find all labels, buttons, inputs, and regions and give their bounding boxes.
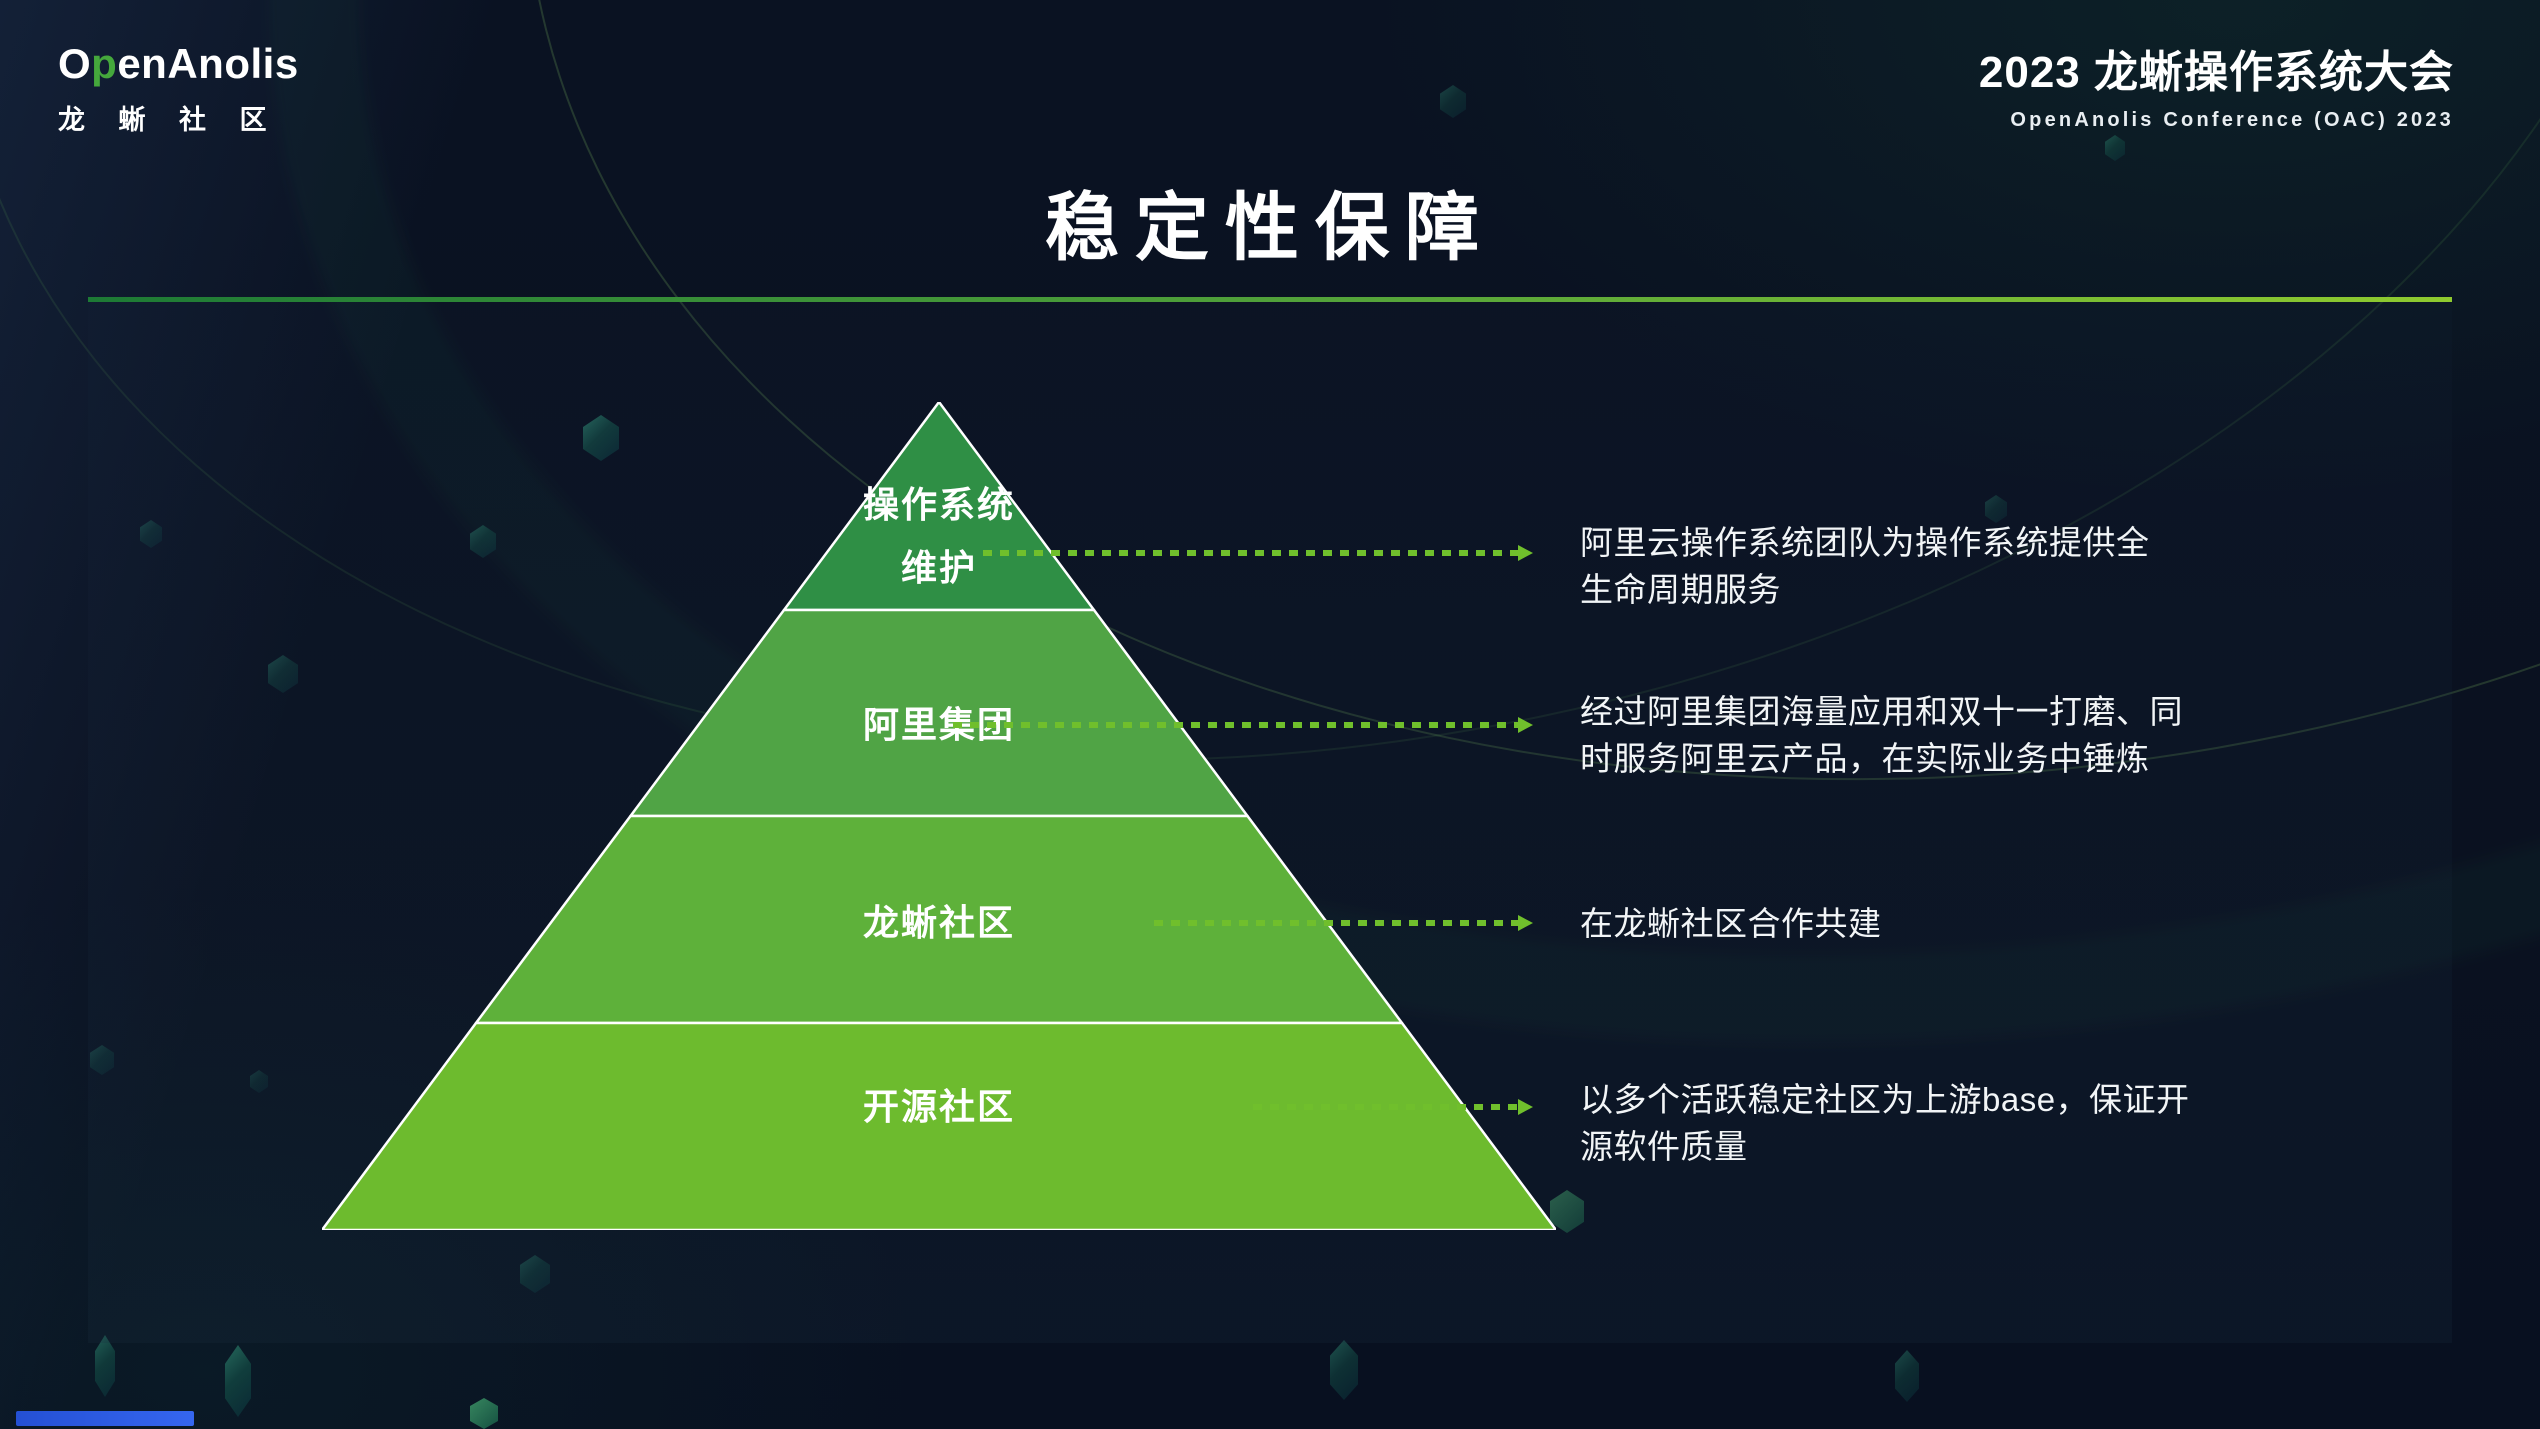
level-1-label-line-1: 操作系统 (862, 484, 1015, 525)
description-line: 阿里云操作系统团队为操作系统提供全 (1580, 524, 2150, 561)
pyramid-level-3-label: 龙蜥社区 (862, 902, 1015, 943)
description-level-1: 阿里云操作系统团队为操作系统提供全 生命周期服务 (1580, 519, 2150, 613)
description-level-2: 经过阿里集团海量应用和双十一打磨、同 时服务阿里云产品，在实际业务中锤炼 (1580, 688, 2183, 782)
decor-cube (95, 1335, 115, 1397)
description-level-3: 在龙蜥社区合作共建 (1580, 900, 1882, 947)
arrow-dashes (953, 722, 1518, 728)
connector-arrow-level-4 (1253, 1099, 1533, 1115)
description-line: 时服务阿里云产品，在实际业务中锤炼 (1580, 740, 2150, 777)
openanolis-logo: OpenAnolis 龙 蜥 社 区 (58, 40, 299, 137)
connector-arrow-level-2 (953, 717, 1533, 733)
connector-arrow-level-3 (1154, 915, 1533, 931)
decor-cube (2105, 135, 2125, 161)
description-line: 以多个活跃稳定社区为上游base，保证开 (1580, 1081, 2190, 1118)
logo-text-prefix: O (58, 40, 92, 87)
conference-subtitle: OpenAnolis Conference (OAC) 2023 (2010, 109, 2454, 131)
conference-title: 2023 龙蜥操作系统大会 (1978, 48, 2454, 97)
arrowhead-icon (1518, 717, 1533, 733)
logo-wordmark: OpenAnolis (58, 40, 299, 88)
description-line: 源软件质量 (1580, 1128, 1748, 1165)
description-line: 在龙蜥社区合作共建 (1580, 905, 1882, 942)
arrow-dashes (1154, 920, 1518, 926)
arrowhead-icon (1518, 545, 1533, 561)
pyramid-level-4-shape (322, 1021, 1556, 1230)
decor-cube (225, 1345, 251, 1417)
connector-arrow-level-1 (983, 545, 1533, 561)
decor-cube (1895, 1350, 1919, 1402)
arrow-dashes (1253, 1104, 1518, 1110)
logo-subtitle: 龙 蜥 社 区 (58, 105, 275, 135)
level-1-label-line-2: 维护 (900, 547, 977, 588)
stability-pyramid: 操作系统 维护 阿里集团 龙蜥社区 开源社区 (322, 402, 1556, 1230)
pyramid-graphic (322, 402, 1556, 1230)
conference-header: 2023 龙蜥操作系统大会 OpenAnolis Conference (OAC… (1979, 36, 2454, 132)
decor-cube (1330, 1340, 1358, 1400)
arrowhead-icon (1518, 1099, 1533, 1115)
arrowhead-icon (1518, 915, 1533, 931)
decor-cube (1440, 85, 1466, 118)
title-divider-line (88, 297, 2452, 302)
decor-cube (470, 1398, 498, 1429)
page-title: 稳定性保障 (1045, 186, 1495, 269)
arrow-dashes (983, 550, 1518, 556)
pyramid-level-1-label: 操作系统 维护 (322, 473, 1556, 599)
logo-text-suffix: enAnolis (117, 40, 299, 87)
description-line: 生命周期服务 (1580, 571, 1781, 608)
description-line: 经过阿里集团海量应用和双十一打磨、同 (1580, 693, 2183, 730)
description-level-4: 以多个活跃稳定社区为上游base，保证开 源软件质量 (1580, 1076, 2190, 1170)
bottom-progress-bar[interactable] (16, 1411, 194, 1426)
pyramid-level-4-label: 开源社区 (862, 1086, 1015, 1127)
gecko-icon: p (91, 40, 118, 87)
